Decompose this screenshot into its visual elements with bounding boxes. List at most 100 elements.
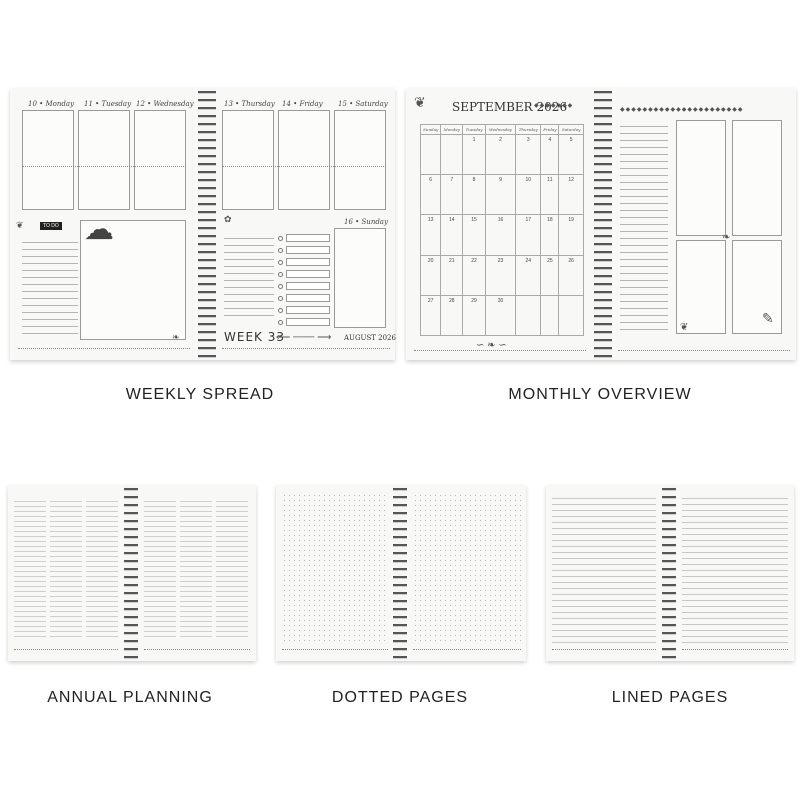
calendar-day-cell: 18 — [540, 214, 560, 256]
calendar-day-cell — [558, 294, 584, 337]
calendar-day-cell — [540, 294, 560, 337]
calendar-weekday: Sunday — [419, 124, 442, 135]
week-label: WEEK 33 — [224, 330, 285, 344]
calendar-day-cell: 15 — [462, 214, 486, 256]
pencil-icon: ✎ — [762, 310, 774, 326]
calendar-day-cell: 17 — [515, 214, 542, 256]
day-head-thursday: 13 • Thursday — [224, 100, 275, 108]
sprig-icon: ✿ — [224, 214, 232, 224]
calendar-day-cell: 9 — [484, 174, 517, 216]
calendar-weekday: Wednesday — [484, 124, 517, 135]
swirl-icon: ❦ — [414, 94, 426, 110]
calendar-day-cell: 2 — [484, 133, 517, 176]
monthly-spiral — [594, 88, 612, 360]
annual-left-page — [8, 485, 124, 661]
calendar-day-cell: 14 — [440, 214, 464, 256]
flourish-icon: ∽ ❧ ∽ — [476, 340, 507, 351]
monthly-box-1 — [676, 120, 726, 236]
weekly-left-page: 10 • Monday 11 • Tuesday 12 • Wednesday … — [10, 88, 198, 360]
monthly-box-3 — [676, 240, 726, 334]
monthly-notes-lines — [620, 120, 668, 330]
apple-icon: ❦ — [16, 220, 24, 230]
caption-dotted: DOTTED PAGES — [331, 689, 469, 706]
calendar-day-cell: 12 — [558, 174, 584, 216]
cloud-icon: ☁ — [84, 213, 114, 246]
calendar-day-cell: 16 — [484, 214, 517, 256]
day-head-wednesday: 12 • Wednesday — [136, 100, 194, 108]
weekly-spread: 10 • Monday 11 • Tuesday 12 • Wednesday … — [10, 88, 396, 360]
day-head-monday: 10 • Monday — [28, 100, 75, 108]
annual-spread — [8, 485, 256, 661]
calendar-day-cell: 22 — [462, 254, 486, 296]
lined-spiral — [662, 485, 676, 661]
lined-left-page — [546, 485, 662, 661]
calendar-day-cell: 28 — [440, 294, 464, 337]
day-head-sunday: 16 • Sunday — [344, 218, 388, 226]
calendar-day-cell: 1 — [462, 133, 486, 176]
flourish-icon: ❧ — [172, 332, 180, 342]
day-box-sunday — [334, 228, 386, 328]
calendar-day-cell: 7 — [440, 174, 464, 216]
day-box-friday — [278, 110, 330, 210]
caption-monthly: MONTHLY OVERVIEW — [508, 386, 692, 403]
border-dots: ◆◆◆◆◆◆◆◆◆◆◆◆◆◆◆◆◆◆◆◆◆◆ — [620, 107, 744, 113]
calendar-day-cell: 29 — [462, 294, 486, 337]
calendar-day-cell — [440, 133, 464, 176]
calendar-weekday: Friday — [540, 124, 560, 135]
todo-label: TO DO — [40, 222, 62, 230]
calendar-day-cell: 23 — [484, 254, 517, 296]
annual-spiral — [124, 485, 138, 661]
weekly-right-page: 13 • Thursday 14 • Friday 15 • Saturday … — [216, 88, 396, 360]
lined-spread — [546, 485, 794, 661]
day-head-saturday: 15 • Saturday — [338, 100, 388, 108]
calendar-weekday: Tuesday — [462, 124, 486, 135]
weekly-spiral — [198, 88, 216, 360]
day-box-thursday — [222, 110, 274, 210]
calendar-day-cell: 4 — [540, 133, 560, 176]
calendar-day-cell: 5 — [558, 133, 584, 176]
calendar-day-cell: 26 — [558, 254, 584, 296]
arrow-icon: ⟵ ─── ⟶ — [276, 332, 332, 343]
caption-annual: ANNUAL PLANNING — [47, 689, 213, 706]
monthly-right-page: ◆◆◆◆◆◆◆◆◆◆◆◆◆◆◆◆◆◆◆◆◆◆ ❧ ❦ ✎ — [612, 88, 796, 360]
day-box-saturday — [334, 110, 386, 210]
flourish-icon: ❧ — [722, 232, 731, 243]
calendar-weekday: Saturday — [558, 124, 584, 135]
day-head-tuesday: 11 • Tuesday — [84, 100, 132, 108]
day-head-friday: 14 • Friday — [282, 100, 323, 108]
month-title: SEPTEMBER 2026 — [452, 100, 568, 114]
notes-lines — [224, 232, 274, 322]
day-box-tuesday — [78, 110, 130, 210]
caption-weekly: WEEKLY SPREAD — [125, 386, 275, 403]
dotted-spread — [276, 485, 526, 661]
calendar-day-cell: 27 — [419, 294, 442, 337]
calendar-day-cell: 13 — [419, 214, 442, 256]
calendar-weekday: Monday — [440, 124, 464, 135]
calendar-day-cell: 10 — [515, 174, 542, 216]
dotted-right-page — [407, 485, 526, 661]
calendar-day-cell: 11 — [540, 174, 560, 216]
day-box-monday — [22, 110, 74, 210]
monthly-box-2 — [732, 120, 782, 236]
border-dots: ◆◆◆◆◆◆◆ — [534, 103, 574, 109]
lined-right-page — [676, 485, 794, 661]
monthly-box-4 — [732, 240, 782, 334]
calendar-day-cell — [419, 133, 442, 176]
calendar-day-cell: 6 — [419, 174, 442, 216]
caption-lined: LINED PAGES — [611, 689, 729, 706]
calendar-day-cell — [515, 294, 542, 337]
calendar-day-cell: 24 — [515, 254, 542, 296]
month-label: AUGUST 2026 — [344, 334, 396, 342]
annual-right-page — [138, 485, 256, 661]
calendar-day-cell: 8 — [462, 174, 486, 216]
todo-lines — [22, 236, 78, 336]
calendar-day-cell: 3 — [515, 133, 542, 176]
calendar-day-cell: 19 — [558, 214, 584, 256]
calendar-weekday: Thursday — [515, 124, 542, 135]
dotted-left-page — [276, 485, 393, 661]
calendar-day-cell: 30 — [484, 294, 517, 337]
dotted-spiral — [393, 485, 407, 661]
